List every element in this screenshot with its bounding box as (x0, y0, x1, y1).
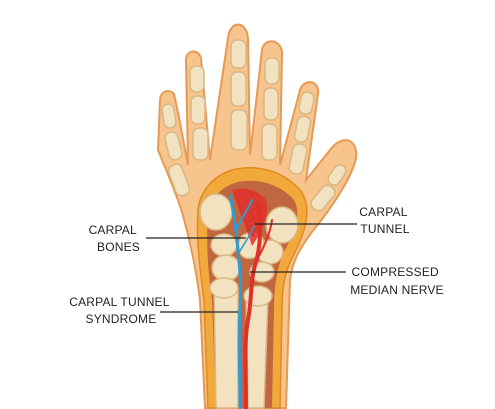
label-carpal-tunnel: CARPAL TUNNEL (359, 205, 410, 236)
label-carpal-bones: CARPAL BONES (89, 223, 140, 254)
label-compressed-median-nerve: COMPRESSED MEDIAN NERVE (350, 265, 444, 297)
leader-lines (146, 223, 357, 313)
finger-bones (161, 39, 347, 212)
label-carpal-tunnel-syndrome: CARPAL TUNNEL SYNDROME (69, 295, 173, 326)
median-nerve (228, 194, 273, 409)
